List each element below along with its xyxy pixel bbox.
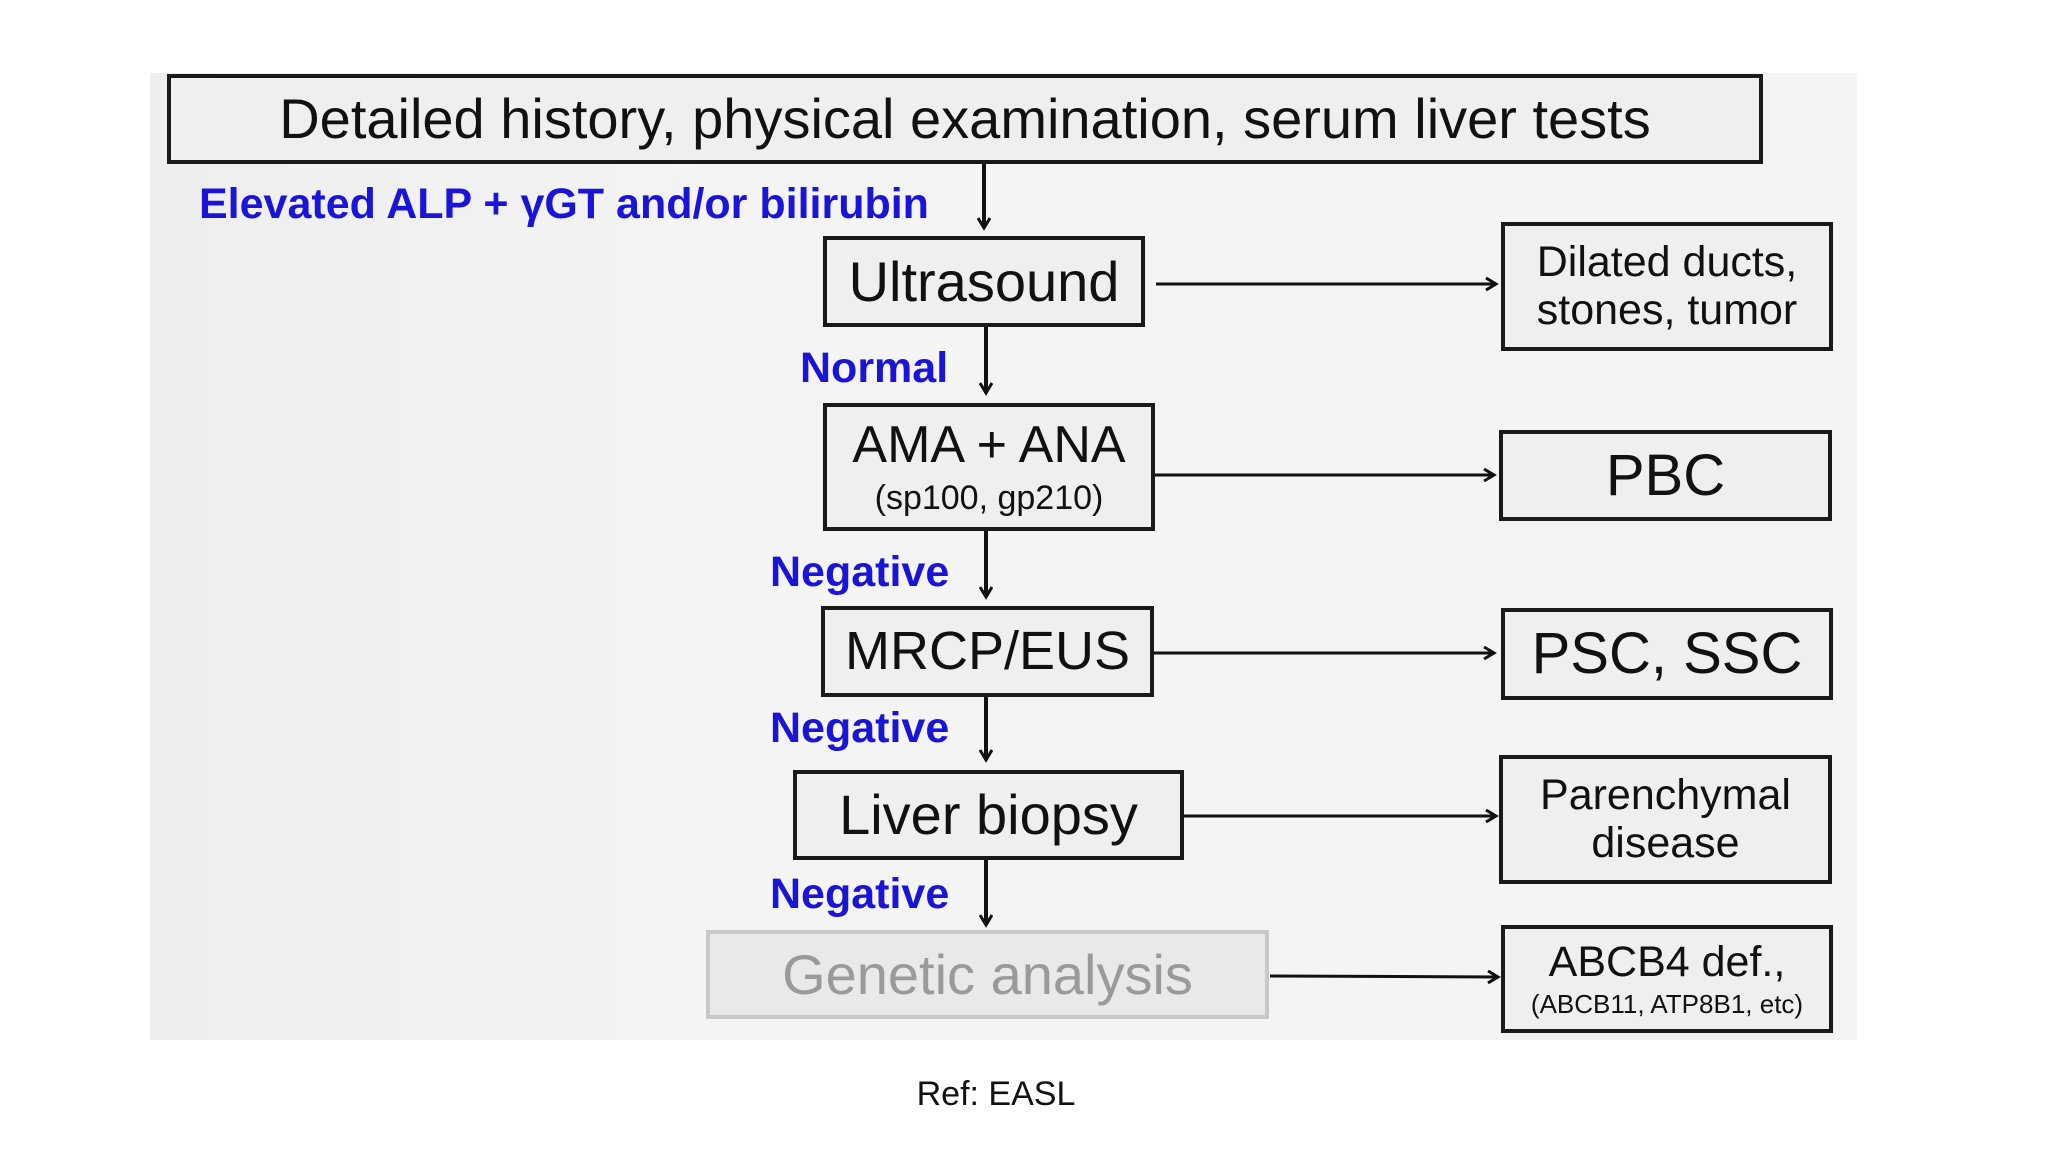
ultrasound-box: Ultrasound xyxy=(823,236,1145,327)
reference-footer: Ref: EASL xyxy=(916,1075,1076,1113)
history-exam-box: Detailed history, physical examination, … xyxy=(167,74,1763,164)
result-psc-ssc-text: PSC, SSC xyxy=(1531,621,1803,687)
ama-ana-text: AMA + ANA xyxy=(852,415,1126,474)
ultrasound-text: Ultrasound xyxy=(848,249,1120,313)
label-negative-3: Negative xyxy=(770,870,950,918)
label-negative-1: Negative xyxy=(770,548,950,596)
mrcp-eus-box: MRCP/EUS xyxy=(821,606,1154,697)
genetic-analysis-text: Genetic analysis xyxy=(782,942,1193,1006)
result-dilated-ducts-text: Dilated ducts, stones, tumor xyxy=(1536,238,1798,334)
liver-biopsy-box: Liver biopsy xyxy=(793,770,1184,860)
arrow-right-5 xyxy=(1269,976,1498,977)
result-parenchymal-text: Parenchymal disease xyxy=(1540,771,1791,867)
result-dilated-ducts-box: Dilated ducts, stones, tumor xyxy=(1501,222,1833,351)
ama-ana-box: AMA + ANA (sp100, gp210) xyxy=(823,403,1155,531)
result-pbc-text: PBC xyxy=(1605,442,1726,508)
ama-ana-subtext: (sp100, gp210) xyxy=(874,478,1104,517)
result-abcb4-box: ABCB4 def., (ABCB11, ATP8B1, etc) xyxy=(1501,925,1833,1033)
result-abcb4-text: ABCB4 def., xyxy=(1548,938,1786,987)
result-pbc-box: PBC xyxy=(1499,430,1832,521)
result-psc-ssc-box: PSC, SSC xyxy=(1501,608,1833,700)
mrcp-eus-text: MRCP/EUS xyxy=(844,620,1131,681)
liver-biopsy-text: Liver biopsy xyxy=(839,783,1138,847)
result-abcb4-subtext: (ABCB11, ATP8B1, etc) xyxy=(1530,989,1804,1020)
genetic-analysis-box: Genetic analysis xyxy=(706,930,1269,1019)
result-parenchymal-box: Parenchymal disease xyxy=(1499,755,1832,884)
history-exam-text: Detailed history, physical examination, … xyxy=(279,87,1651,151)
label-elevated: Elevated ALP + γGT and/or bilirubin xyxy=(199,180,929,228)
label-normal: Normal xyxy=(800,344,949,392)
label-negative-2: Negative xyxy=(770,704,950,752)
